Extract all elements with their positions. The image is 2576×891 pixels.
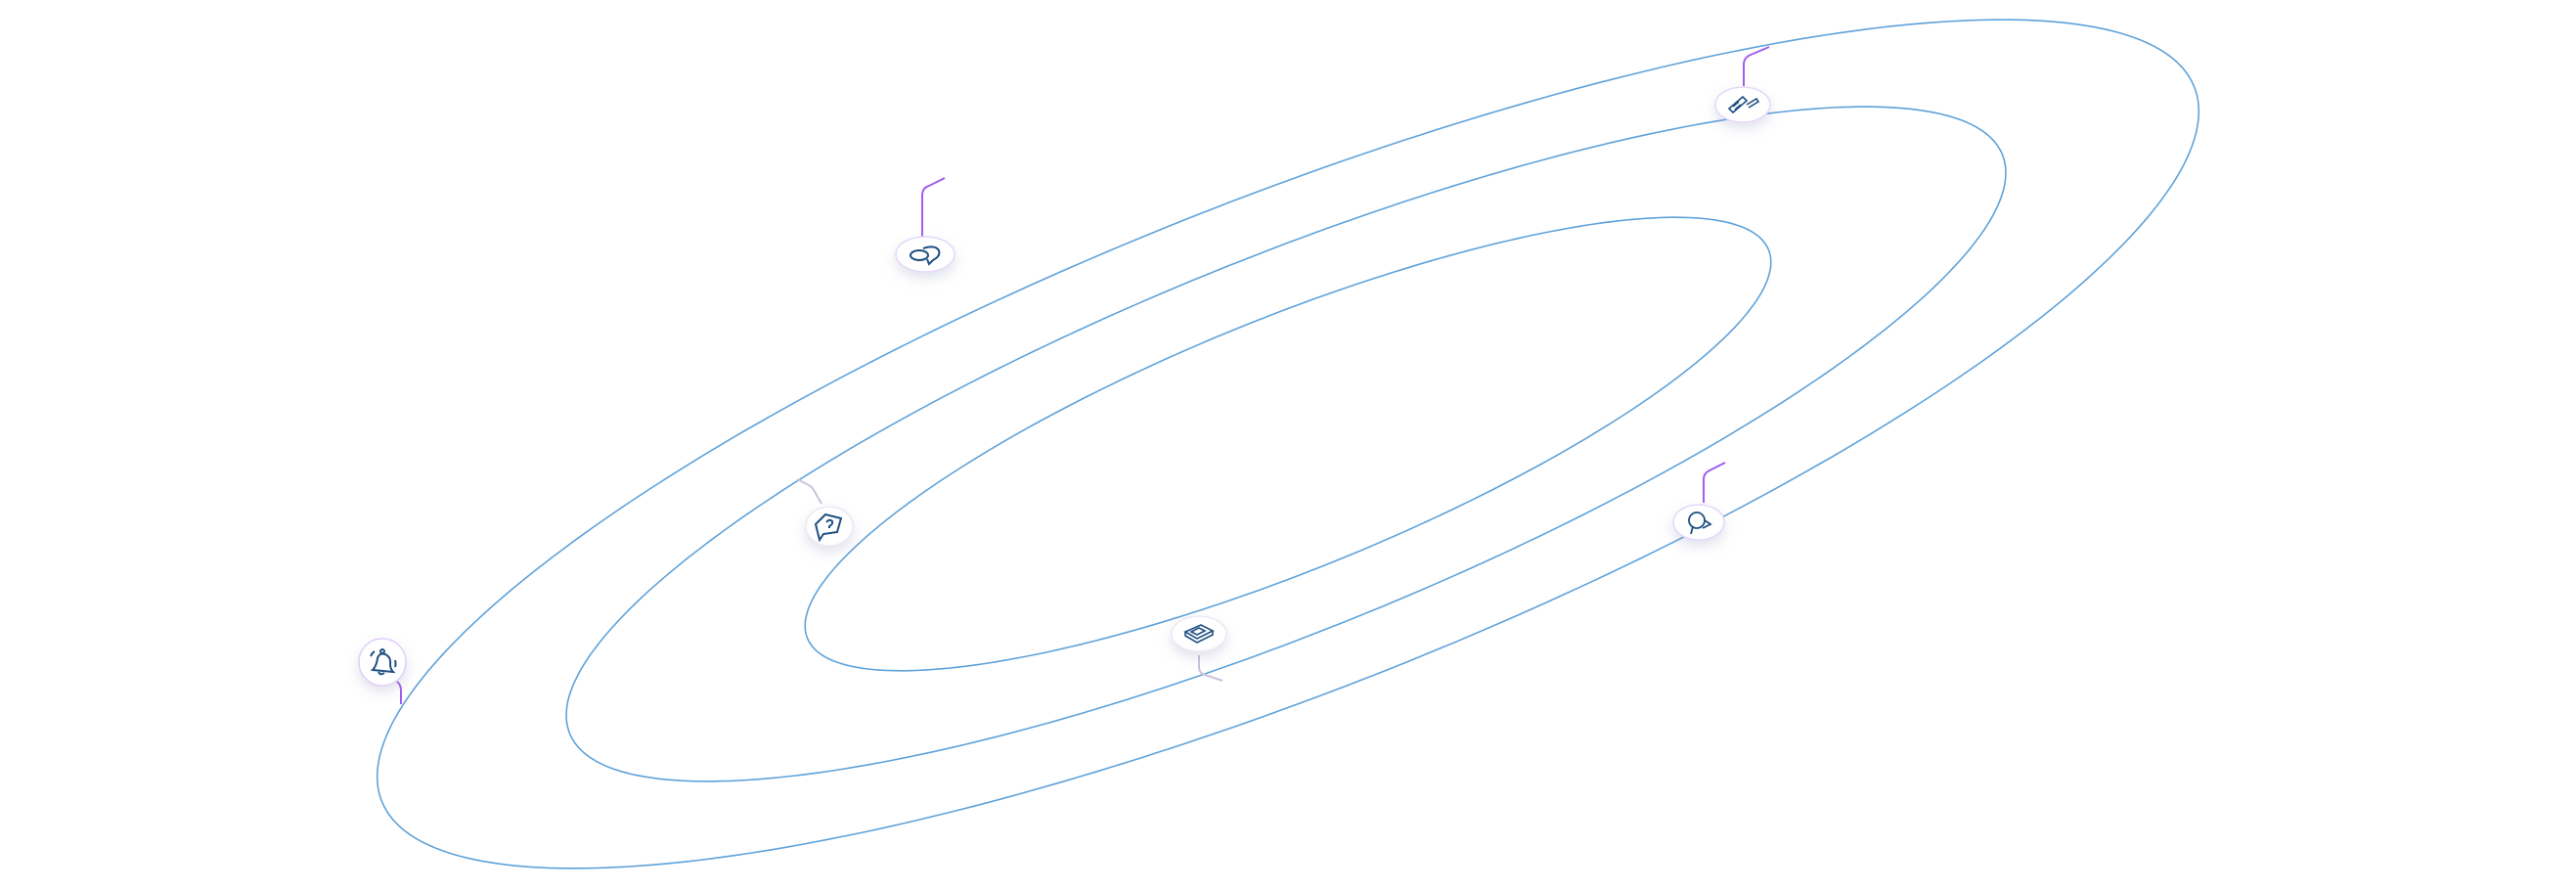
node-newspaper[interactable] <box>1171 615 1227 652</box>
bell-icon <box>370 648 397 676</box>
leader-line <box>1198 655 1223 682</box>
node-support[interactable] <box>1672 504 1725 541</box>
node-document[interactable] <box>1714 86 1771 123</box>
inner-orbit <box>804 216 1772 672</box>
leader-line <box>1743 46 1770 86</box>
support-headset-icon <box>1688 512 1712 535</box>
leader-line <box>396 681 402 704</box>
document-edit-icon <box>1727 95 1760 114</box>
leader-line <box>921 177 946 240</box>
middle-orbit <box>565 106 2007 782</box>
newspaper-icon <box>1183 624 1215 644</box>
leader-line <box>1703 462 1726 503</box>
outer-orbit <box>376 19 2200 869</box>
leader-line <box>796 478 822 505</box>
chat-bubbles-icon <box>910 245 941 266</box>
node-chat[interactable] <box>895 236 955 273</box>
node-bell[interactable] <box>358 638 407 687</box>
node-question[interactable] <box>805 506 854 547</box>
question-bubble-icon <box>814 512 843 543</box>
